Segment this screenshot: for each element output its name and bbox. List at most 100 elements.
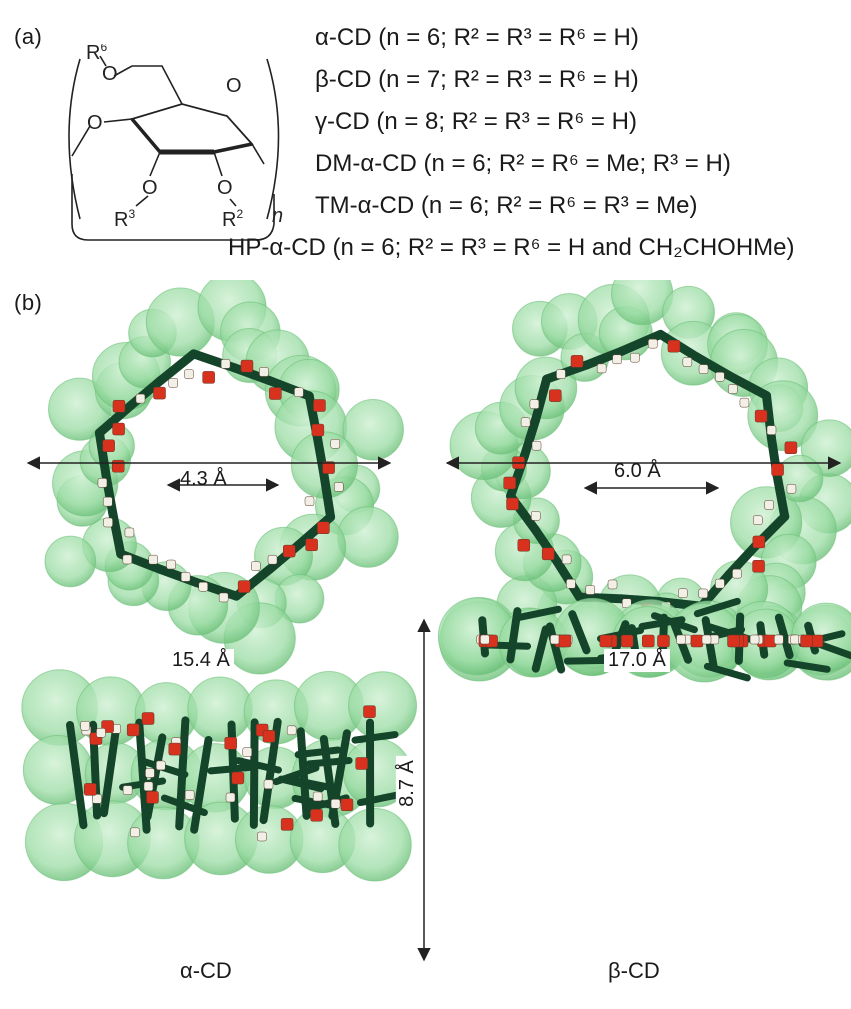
carbon-bond: [650, 612, 698, 634]
carbon-bond: [772, 470, 790, 522]
hydrogen-atom: [80, 720, 90, 731]
carbon-bond: [207, 763, 255, 775]
hydrogen-atom: [198, 582, 208, 592]
alpha-cavity-label: 4.3 Å: [180, 468, 227, 490]
oxygen-atom: [599, 634, 613, 648]
carbon-bond: [272, 764, 320, 786]
oxygen-atom: [102, 439, 115, 453]
hydrogen-atom: [749, 634, 760, 645]
hydrogen-atom: [96, 728, 106, 738]
carbon-bond: [156, 349, 199, 386]
carbon-bond: [190, 735, 213, 834]
surface-sphere: [337, 506, 399, 568]
carbon-bond: [356, 790, 404, 807]
carbon-bond: [617, 329, 666, 356]
hydrogen-atom: [612, 354, 622, 365]
hydrogen-atom: [330, 799, 341, 809]
hydrogen-atom: [92, 794, 102, 804]
hydrogen-atom: [715, 578, 725, 589]
hydrogen-atom: [263, 779, 274, 790]
oxygen-atom: [771, 463, 784, 476]
hydrogen-atom: [97, 478, 108, 488]
oxygen-atom: [311, 423, 325, 437]
hydrogen-atom: [184, 790, 195, 800]
carbon-bond: [568, 610, 591, 655]
oxygen-atom: [305, 538, 318, 552]
hydrogen-atom: [607, 579, 618, 590]
hydrogen-atom: [294, 387, 304, 397]
hydrogen-atom: [251, 561, 261, 571]
oxygen-atom: [317, 521, 330, 535]
hydrogen-atom: [596, 363, 607, 374]
o6-label: O: [102, 63, 118, 85]
surface-sphere: [338, 808, 412, 882]
hydrogen-atom: [103, 496, 113, 507]
o2-label: O: [217, 177, 233, 199]
hydrogen-atom: [286, 725, 297, 736]
hydrogen-atom: [143, 781, 154, 792]
hydrogen-atom: [648, 338, 658, 349]
carbon-bond: [294, 746, 342, 759]
hydrogen-atom: [220, 359, 231, 369]
surface-sphere: [348, 671, 418, 741]
panel-label-b: (b): [14, 290, 43, 315]
oxygen-atom: [146, 791, 159, 804]
oxygen-atom: [224, 736, 237, 750]
legend-dm-alpha-cd: DM-α-CD (n = 6; R² = R⁶ = Me; R³ = H): [315, 150, 731, 177]
oxygen-atom: [340, 798, 354, 811]
oxygen-atom: [355, 757, 368, 770]
carbon-bond: [545, 622, 566, 674]
hydrogen-atom: [156, 760, 166, 771]
oxygen-atom: [690, 634, 704, 648]
oxygen-atom: [153, 386, 166, 400]
oxygen-atom: [642, 634, 655, 648]
hydrogen-atom: [103, 517, 113, 528]
hydrogen-atom: [124, 527, 135, 538]
hydrogen-atom: [531, 511, 541, 521]
hydrogen-atom: [678, 588, 688, 598]
r2-label: R2: [222, 207, 243, 231]
oxygen-atom: [667, 339, 681, 353]
r3-label: R3: [114, 207, 135, 231]
hydrogen-atom: [180, 572, 191, 582]
carbon-bond: [249, 718, 259, 829]
hydrogen-atom: [766, 425, 777, 435]
beta-width-label: 17.0 Å: [604, 649, 670, 672]
hydrogen-atom: [529, 399, 540, 409]
panel-label-a: (a): [14, 24, 43, 49]
hydrogen-atom: [259, 367, 269, 377]
hydrogen-atom: [135, 393, 146, 404]
oxygen-atom: [231, 771, 245, 785]
oxygen-atom: [112, 422, 125, 436]
hydrogen-atom: [774, 634, 784, 645]
oxygen-atom: [754, 409, 768, 423]
hydrogen-atom: [148, 554, 158, 565]
oxygen-atom: [503, 476, 516, 490]
hydrogen-atom: [566, 579, 576, 589]
oxygen-atom: [282, 544, 296, 558]
carbon-bond: [108, 507, 126, 559]
oxygen-atom: [800, 634, 813, 648]
oxygen-atom: [541, 547, 555, 561]
oxygen-atom: [240, 359, 254, 373]
oxygen-atom: [784, 441, 798, 455]
oxygen-atom: [126, 723, 140, 737]
hydrogen-atom: [166, 559, 176, 570]
hydrogen-atom: [753, 515, 763, 525]
oxygen-atom: [727, 634, 740, 648]
hydrogen-atom: [312, 791, 323, 802]
carbon-bond: [703, 662, 751, 682]
hydrogen-atom: [145, 768, 155, 778]
right-bracket: [266, 58, 280, 220]
hydrogen-atom: [715, 372, 725, 382]
beta-cd-caption: β-CD: [608, 958, 660, 983]
oxygen-atom: [506, 497, 519, 511]
hydrogen-atom: [122, 554, 133, 565]
hydrogen-atom: [630, 352, 640, 363]
hydrogen-atom: [334, 482, 344, 492]
legend-alpha-cd: α-CD (n = 6; R² = R³ = R⁶ = H): [315, 24, 639, 51]
carbon-bond: [774, 613, 794, 660]
hydrogen-atom: [732, 568, 742, 579]
legend-gamma-cd: γ-CD (n = 8; R² = R³ = R⁶ = H): [315, 108, 637, 135]
hydrogen-atom: [218, 592, 229, 603]
